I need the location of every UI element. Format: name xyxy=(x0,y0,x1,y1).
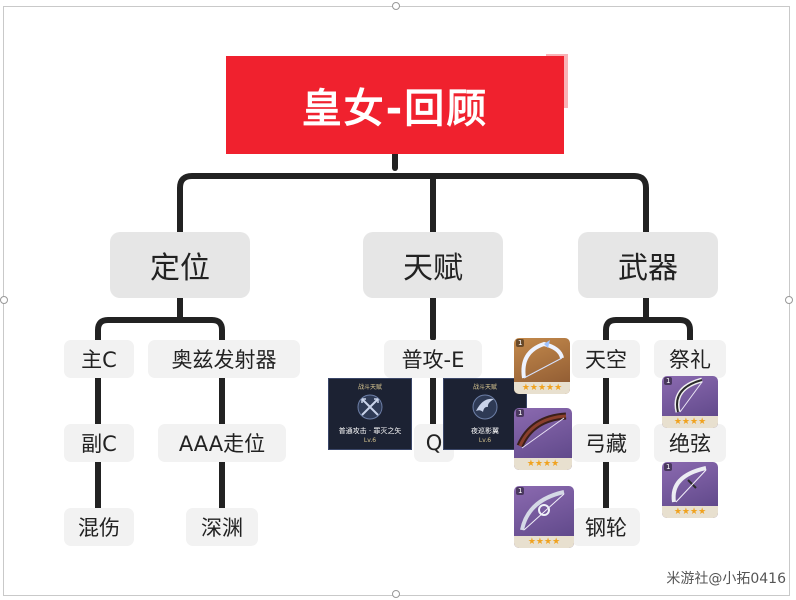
raven-wing-icon xyxy=(472,394,498,420)
position-item-sub-c: 副C xyxy=(64,424,134,462)
crossed-arrows-icon xyxy=(357,394,383,420)
resize-handle-bottom[interactable] xyxy=(392,590,400,598)
weapon-item-rust: 弓藏 xyxy=(572,424,640,462)
refine-badge: 1 xyxy=(664,377,673,385)
position-item-main-c: 主C xyxy=(64,340,134,378)
compound-bow-icon xyxy=(520,490,565,531)
resize-handle-right[interactable] xyxy=(785,296,793,304)
rarity-stars: ★★★★ xyxy=(662,416,718,428)
sacrificial-bow-icon xyxy=(674,377,703,413)
resize-handle-top[interactable] xyxy=(392,2,400,10)
branch-position: 定位 xyxy=(110,232,250,298)
talent-item-normal-e: 普攻-E xyxy=(384,340,482,378)
position-item-aaa-movement: AAA走位 xyxy=(158,424,286,462)
talent-item-q: Q xyxy=(414,424,454,462)
talent-card-caption: 战斗天赋 xyxy=(472,384,497,391)
skyward-harp-icon xyxy=(521,340,564,379)
talent-card-level: Lv.6 xyxy=(478,437,492,444)
weapon-card-compound: 1 ★★★★ xyxy=(514,486,574,548)
talent-card-name: 夜巡影翼 xyxy=(471,427,499,435)
rarity-stars: ★★★★ xyxy=(514,458,572,470)
branch-talent: 天赋 xyxy=(363,232,503,298)
rarity-stars: ★★★★ xyxy=(514,536,574,548)
weapon-card-rust: 1 ★★★★ xyxy=(514,408,572,470)
refine-badge: 1 xyxy=(516,339,525,347)
weapon-card-sacrificial: 1 ★★★★ xyxy=(662,376,718,428)
refine-badge: 1 xyxy=(516,487,525,495)
rarity-stars: ★★★★ xyxy=(662,506,718,518)
watermark: 米游社@小拓0416 xyxy=(666,571,786,587)
position-item-abyss: 深渊 xyxy=(186,508,258,546)
branch-weapon: 武器 xyxy=(578,232,718,298)
stringless-bow-icon xyxy=(671,466,707,503)
weapon-item-sacrificial: 祭礼 xyxy=(654,340,726,378)
talent-card-caption: 战斗天赋 xyxy=(357,384,382,391)
refine-badge: 1 xyxy=(516,409,525,417)
rarity-stars: ★★★★★ xyxy=(514,382,570,394)
rust-bow-icon xyxy=(516,412,567,449)
weapon-card-skyward-harp: 1 ★★★★★ xyxy=(514,338,570,394)
refine-badge: 1 xyxy=(664,463,673,471)
talent-card-level: Lv.6 xyxy=(363,437,377,444)
resize-handle-left[interactable] xyxy=(0,296,8,304)
weapon-card-stringless: 1 ★★★★ xyxy=(662,462,718,518)
root-title: 皇女-回顾 xyxy=(226,56,564,154)
weapon-item-skyward: 天空 xyxy=(572,340,640,378)
weapon-item-stringless: 绝弦 xyxy=(654,424,726,462)
weapon-item-compound: 钢轮 xyxy=(572,508,640,546)
talent-card-normal-attack: 战斗天赋 普通攻击 · 罪灭之矢 Lv.6 xyxy=(328,378,412,450)
position-item-oz-launcher: 奥兹发射器 xyxy=(148,340,300,378)
talent-card-burst: 战斗天赋 夜巡影翼 Lv.6 xyxy=(443,378,527,450)
position-item-mixed-dmg: 混伤 xyxy=(64,508,134,546)
talent-card-name: 普通攻击 · 罪灭之矢 xyxy=(338,427,402,435)
